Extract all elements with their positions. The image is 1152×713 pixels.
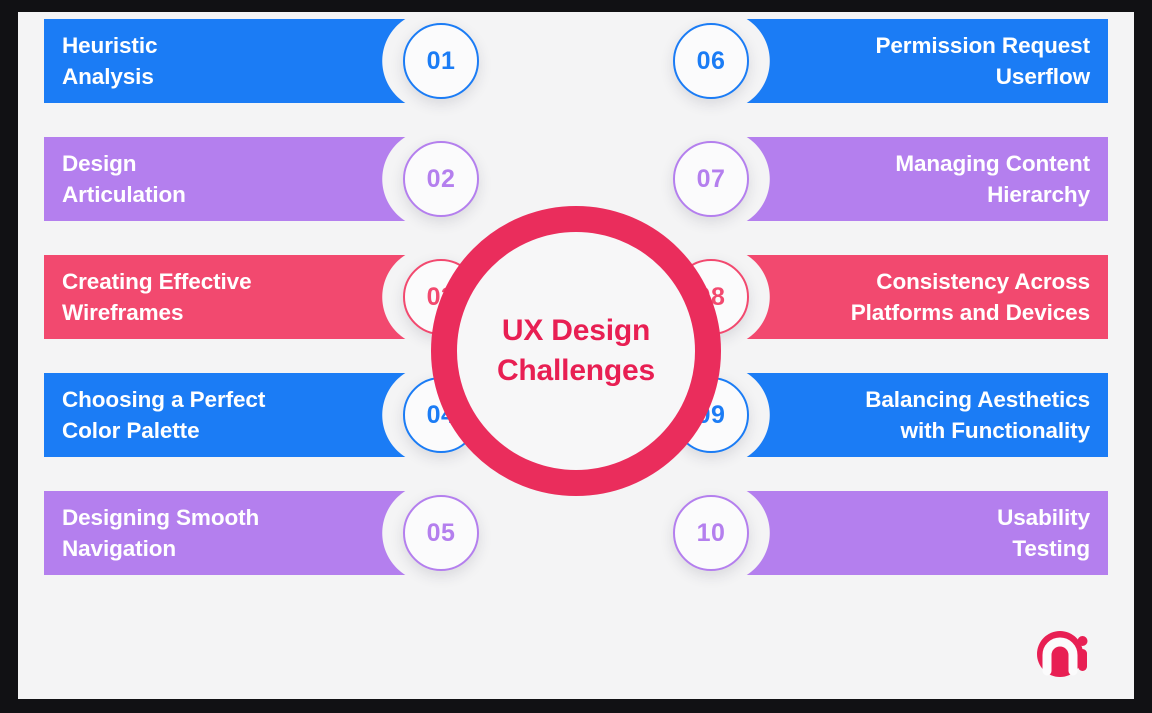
item-label: Design Articulation <box>62 150 186 207</box>
infographic-row: Heuristic Analysis 01 Permission Request… <box>18 12 1134 113</box>
item-bar[interactable]: Choosing a Perfect Color Palette <box>44 373 432 457</box>
item-number-badge[interactable]: 10 <box>673 495 749 571</box>
item-bar[interactable]: Permission Request Userflow <box>720 19 1108 103</box>
item-number: 02 <box>426 164 456 193</box>
item-06[interactable]: Permission Request Userflow 06 <box>618 12 1108 113</box>
item-bar[interactable]: Creating Effective Wireframes <box>44 255 432 339</box>
item-05[interactable]: Designing Smooth Navigation 05 <box>44 481 534 585</box>
item-bar[interactable]: Balancing Aesthetics with Functionality <box>720 373 1108 457</box>
item-10[interactable]: Usability Testing 10 <box>618 481 1108 585</box>
item-number: 06 <box>696 46 726 75</box>
item-bar[interactable]: Consistency Across Platforms and Devices <box>720 255 1108 339</box>
item-number: 05 <box>426 518 456 547</box>
item-label: Heuristic Analysis <box>62 32 158 89</box>
item-number-badge[interactable]: 07 <box>673 141 749 217</box>
item-number: 01 <box>426 46 456 75</box>
hub-title-line-2: Challenges <box>496 353 656 387</box>
item-number-badge[interactable]: 05 <box>403 495 479 571</box>
item-label: Balancing Aesthetics with Functionality <box>865 386 1090 443</box>
hub-title-line-1: UX Design <box>501 313 651 347</box>
item-01[interactable]: Heuristic Analysis 01 <box>44 12 534 113</box>
item-label: Permission Request Userflow <box>875 32 1090 89</box>
center-hub: UX Design Challenges <box>431 205 721 496</box>
item-label: Consistency Across Platforms and Devices <box>850 268 1090 325</box>
item-bar[interactable]: Design Articulation <box>44 137 432 221</box>
mi-logo-icon <box>1037 631 1088 677</box>
item-bar[interactable]: Managing Content Hierarchy <box>720 137 1108 221</box>
infographic-canvas: Heuristic Analysis 01 Permission Request… <box>18 12 1134 699</box>
item-bar[interactable]: Usability Testing <box>720 491 1108 575</box>
item-label: Usability Testing <box>997 504 1090 561</box>
infographic-row: Designing Smooth Navigation 05 Usability… <box>18 481 1134 585</box>
item-number-badge[interactable]: 06 <box>673 23 749 99</box>
item-bar[interactable]: Designing Smooth Navigation <box>44 491 432 575</box>
item-02[interactable]: Design Articulation 02 <box>44 127 534 231</box>
item-number: 10 <box>696 518 726 547</box>
mi-logo[interactable] <box>1034 631 1110 677</box>
item-number-badge[interactable]: 02 <box>403 141 479 217</box>
item-label: Creating Effective Wireframes <box>62 268 252 325</box>
item-label: Designing Smooth Navigation <box>62 504 260 561</box>
item-number-badge[interactable]: 01 <box>403 23 479 99</box>
infographic-row: Design Articulation 02 Managing Content … <box>18 127 1134 231</box>
item-label: Choosing a Perfect Color Palette <box>62 386 266 443</box>
item-label: Managing Content Hierarchy <box>895 150 1090 207</box>
item-number: 07 <box>696 164 726 193</box>
item-07[interactable]: Managing Content Hierarchy 07 <box>618 127 1108 231</box>
item-bar[interactable]: Heuristic Analysis <box>44 19 432 103</box>
